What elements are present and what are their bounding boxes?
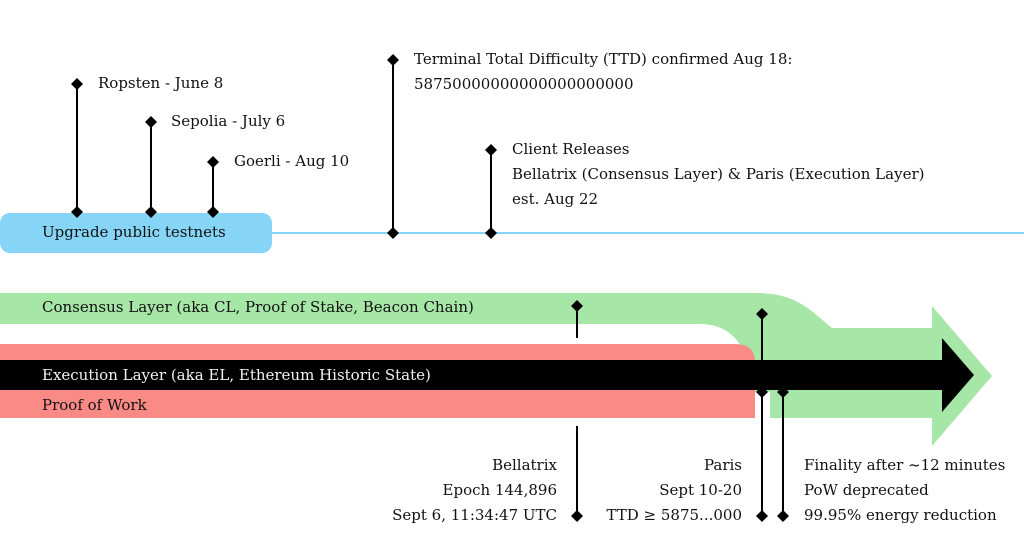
ropsten-top-diamond-icon [71,78,83,90]
sepolia-label: Sepolia - July 6 [171,112,286,130]
finality-pow-deprecated: PoW deprecated [804,481,929,499]
sepolia-top-diamond-icon [145,116,157,128]
sepolia-bottom-diamond-icon [145,206,157,218]
client-releases-names: Bellatrix (Consensus Layer) & Paris (Exe… [512,165,925,183]
finality-energy: 99.95% energy reduction [804,506,997,524]
execution-layer-label: Execution Layer (aka EL, Ethereum Histor… [42,366,431,384]
bellatrix-top-diamond-icon [571,300,583,312]
finality-title: Finality after ~12 minutes [804,456,1006,474]
paris-title: Paris [703,456,742,474]
finality-bottom-diamond-icon [777,510,789,522]
finality-mid-diamond-icon [777,386,789,398]
bellatrix-datetime: Sept 6, 11:34:47 UTC [392,506,557,524]
testnet-bar [0,213,272,253]
paris-ttd: TTD ≥ 5875...000 [606,506,742,524]
paris-bottom-diamond-icon [756,510,768,522]
client-releases-top-diamond-icon [485,144,497,156]
proof-of-work-label: Proof of Work [42,396,147,414]
goerli-bottom-diamond-icon [207,206,219,218]
client-releases-bottom-diamond-icon [485,227,497,239]
paris-top-diamond-icon [756,308,768,320]
bellatrix-bottom-diamond-icon [571,510,583,522]
paris-dates: Sept 10-20 [659,481,742,499]
bellatrix-epoch: Epoch 144,896 [442,481,557,499]
client-releases-date: est. Aug 22 [512,190,599,208]
ttd-bottom-diamond-icon [387,227,399,239]
paris-mid-diamond-icon [756,386,768,398]
testnet-bar-label: Upgrade public testnets [42,223,226,241]
goerli-label: Goerli - Aug 10 [234,152,350,170]
bellatrix-title: Bellatrix [492,456,557,474]
event-markers [71,54,789,522]
ttd-top-diamond-icon [387,54,399,66]
ttd-title: Terminal Total Difficulty (TTD) confirme… [414,50,793,68]
goerli-top-diamond-icon [207,156,219,168]
consensus-layer-band [0,293,992,446]
ttd-value: 58750000000000000000000 [414,75,634,93]
execution-layer-arrow [0,338,974,412]
client-releases-title: Client Releases [512,140,630,158]
ropsten-label: Ropsten - June 8 [98,74,224,92]
consensus-layer-label: Consensus Layer (aka CL, Proof of Stake,… [42,298,474,316]
ropsten-bottom-diamond-icon [71,206,83,218]
